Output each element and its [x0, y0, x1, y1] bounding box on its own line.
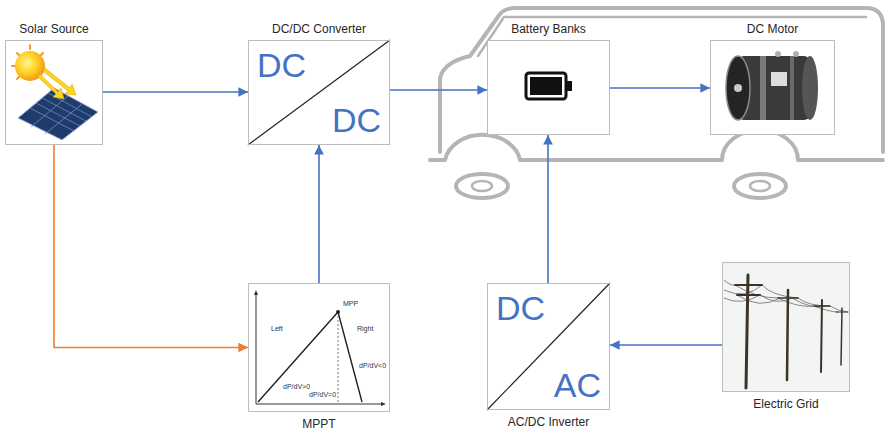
slope-label: dP/dV<0	[358, 362, 387, 370]
pv-curve	[258, 312, 362, 402]
power-flow-arrow	[103, 91, 248, 93]
ac-dc-inverter-box: AC/DC InverterDCAC	[487, 283, 610, 410]
output-type-label: AC	[554, 367, 601, 403]
car-body-line	[440, 8, 883, 152]
box-ground	[248, 40, 390, 145]
car-wheel	[734, 174, 786, 198]
box-grounds	[5, 40, 850, 412]
box-ground	[487, 283, 610, 410]
solar-source-box: Solar Source	[5, 40, 103, 145]
control-arrow	[318, 145, 320, 283]
motor-illustration	[726, 51, 818, 120]
power-flow-arrow	[610, 87, 710, 89]
box-ground	[722, 262, 850, 392]
chart-axis	[256, 404, 384, 405]
box-ground	[248, 283, 390, 412]
box-ground	[710, 40, 835, 135]
solar-illustration	[12, 45, 98, 140]
dc-motor-box: DC Motor	[710, 40, 835, 135]
mppt-box: MPPT	[248, 283, 390, 412]
box-heading: DC Motor	[745, 22, 800, 36]
axis-arrow	[254, 290, 258, 295]
electric-grid-box: Electric Grid	[722, 262, 850, 392]
battery-icon	[526, 73, 572, 99]
sensing-arrow	[54, 145, 248, 348]
slope-label: dP/dV>0	[282, 383, 311, 391]
box-heading: AC/DC Inverter	[506, 415, 591, 429]
light-beams	[38, 68, 76, 99]
output-type-label: DC	[332, 102, 381, 138]
input-type-label: DC	[496, 290, 545, 326]
car-wheel-hub	[750, 181, 770, 191]
pv-curve-chart	[254, 290, 386, 406]
chart-axis	[256, 292, 257, 404]
inverter-diagonal	[487, 283, 610, 410]
car-wheel-hub	[472, 181, 492, 191]
box-heading: DC/DC Converter	[270, 22, 368, 36]
car-wheel	[456, 174, 508, 198]
power-line-illustration	[723, 263, 849, 391]
dc-dc-converter-box: DC/DC ConverterDCDC	[248, 40, 390, 145]
box-ground	[487, 40, 610, 135]
battery-box: Battery Banks	[487, 40, 610, 135]
power-flow-arrow	[390, 89, 487, 91]
mpp-marker	[338, 312, 339, 404]
solar-panel-grid	[30, 93, 92, 134]
mpp-point	[336, 310, 340, 314]
box-heading: Electric Grid	[751, 397, 820, 411]
mpp-label: MPP	[342, 300, 359, 308]
power-flow-arrow	[547, 135, 549, 283]
box-ground	[5, 40, 103, 145]
axis-arrow	[381, 402, 386, 406]
box-heading: Solar Source	[17, 22, 90, 36]
region-label: Right	[356, 325, 374, 333]
box-heading: Battery Banks	[509, 22, 588, 36]
power-flow-arrow	[610, 344, 722, 346]
box-heading: MPPT	[300, 417, 337, 431]
car-outline	[430, 8, 883, 198]
input-type-label: DC	[257, 47, 306, 83]
slope-label: dP/dV=0	[308, 391, 337, 399]
region-label: Left	[270, 325, 284, 333]
converter-diagonal	[248, 40, 390, 145]
